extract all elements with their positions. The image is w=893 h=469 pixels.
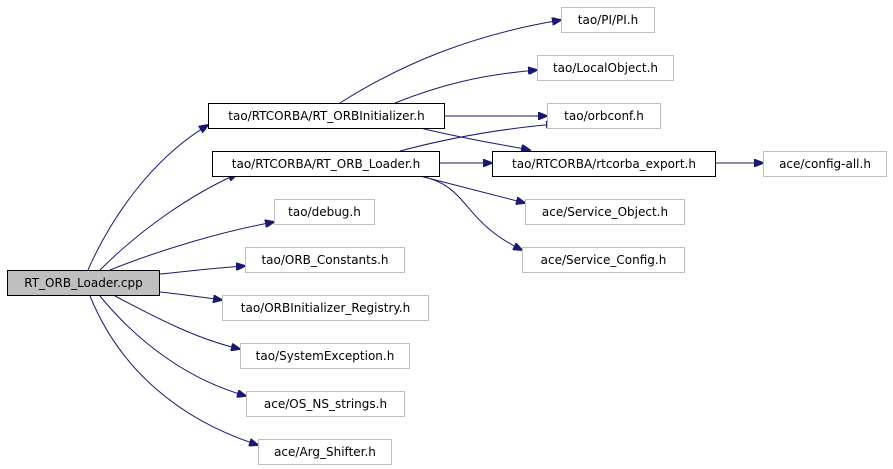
edge-root-to-orbinitializer-registry	[159, 291, 222, 300]
edge-root-to-rt-orb-loader	[99, 174, 237, 271]
edge-rt-orbinitializer-to-rtcorba-export	[419, 127, 530, 150]
node-service-object-h[interactable]: ace/Service_Object.h	[525, 199, 685, 225]
node-orb-constants-h[interactable]: tao/ORB_Constants.h	[245, 247, 405, 273]
edge-root-to-debug	[109, 222, 274, 271]
edge-rt-orb-loader-to-orbconf	[399, 124, 555, 152]
edge-rt-orbinitializer-to-localobject	[394, 70, 537, 104]
edge-rt-orbinitializer-to-pi	[339, 20, 561, 104]
node-rt-orbinitializer-h[interactable]: tao/RTCORBA/RT_ORBInitializer.h	[208, 103, 445, 129]
edge-root-to-rt-orbinitializer	[87, 125, 208, 271]
node-os-ns-strings-h[interactable]: ace/OS_NS_strings.h	[246, 391, 405, 417]
node-arg-shifter-h[interactable]: ace/Arg_Shifter.h	[258, 439, 392, 465]
edge-root-to-systemexception	[114, 295, 240, 349]
node-pi-h[interactable]: tao/PI/PI.h	[561, 7, 655, 33]
node-systemexception-h[interactable]: tao/SystemException.h	[240, 343, 410, 369]
node-orbconf-h[interactable]: tao/orbconf.h	[547, 103, 661, 129]
node-rt-orb-loader-cpp[interactable]: RT_ORB_Loader.cpp	[7, 270, 160, 296]
node-config-all-h[interactable]: ace/config-all.h	[763, 151, 887, 177]
edge-rt-orb-loader-to-service-config	[419, 175, 522, 250]
edge-root-to-os-ns-strings	[99, 295, 246, 396]
node-rtcorba-export-h[interactable]: tao/RTCORBA/rtcorba_export.h	[492, 151, 716, 177]
node-debug-h[interactable]: tao/debug.h	[274, 199, 375, 225]
edge-root-to-arg-shifter	[89, 295, 258, 445]
node-rt-orb-loader-h[interactable]: tao/RTCORBA/RT_ORB_Loader.h	[212, 151, 440, 177]
edge-rt-orb-loader-to-service-object	[419, 175, 525, 203]
node-localobject-h[interactable]: tao/LocalObject.h	[537, 55, 674, 81]
edge-root-to-orb-constants	[159, 266, 245, 275]
node-orbinitializer-registry-h[interactable]: tao/ORBInitializer_Registry.h	[222, 295, 429, 321]
node-service-config-h[interactable]: ace/Service_Config.h	[522, 247, 685, 273]
